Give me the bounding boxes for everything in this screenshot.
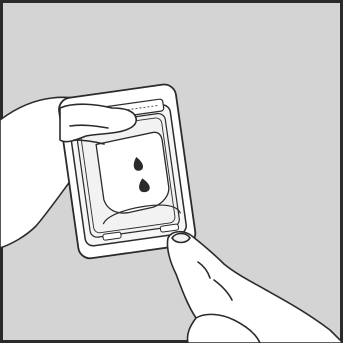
right-hand — [166, 230, 343, 343]
outlet-cover — [58, 83, 197, 260]
outlet-hole-bottom — [139, 178, 150, 193]
hinge-pin-left — [102, 231, 122, 241]
outlet-hole-top — [133, 157, 143, 171]
left-hand-fingers — [59, 103, 138, 145]
receptacle-face — [95, 131, 170, 214]
hinge-pin-right — [159, 223, 180, 233]
latch-pocket — [102, 204, 182, 225]
